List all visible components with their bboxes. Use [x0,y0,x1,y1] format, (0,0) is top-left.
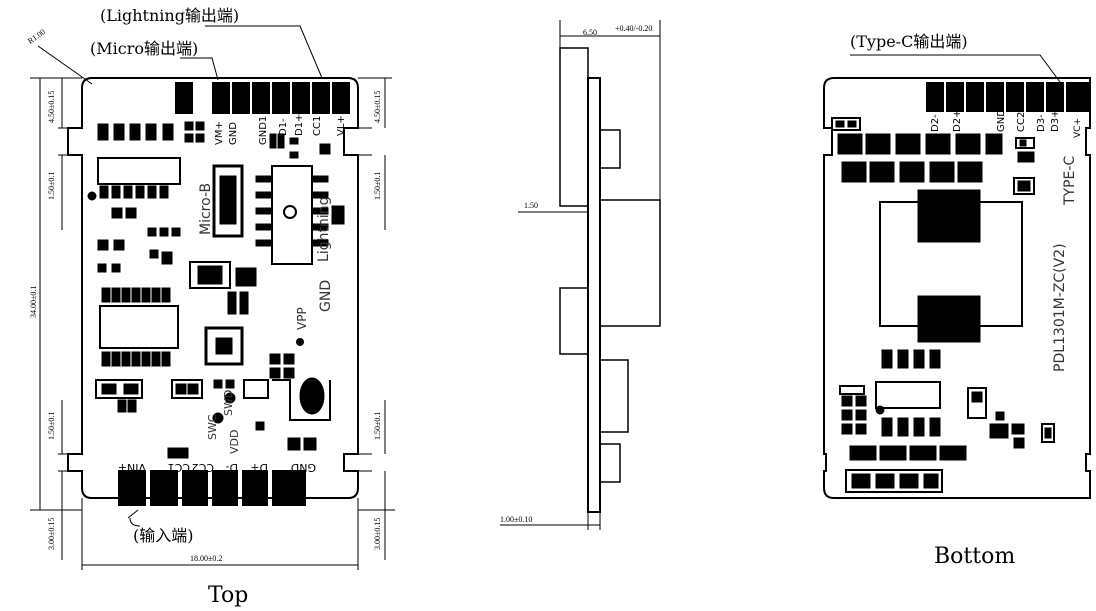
svg-text:VPP: VPP [295,307,309,330]
svg-text:SWD: SWD [222,390,235,416]
svg-text:CC2: CC2 [1016,112,1027,132]
svg-text:VL+: VL+ [336,115,347,136]
dim-slot-upper-left: 1.50±0.1 [47,172,56,200]
svg-text:D2+: D2+ [952,110,963,132]
bottom-pad-labels: VIN+ CC1 CC2 D- D+ GND [118,461,316,474]
dim-bottom-left: 3.00±0.15 [47,518,56,550]
callout-micro-out: (Micro输出端) [90,39,198,58]
side-view [500,20,661,530]
svg-text:Micro-B: Micro-B [198,183,214,235]
bottom-top-pad-labels: D2- D2+ GND CC2 D3- D3+ VC+ [930,109,1083,138]
svg-text:VM+: VM+ [214,121,225,145]
dim-height: 34.00±0.1 [29,286,38,318]
side-thickness: 6.50 [583,28,597,37]
side-thickness-tol: +0.40/-0.20 [615,24,652,33]
svg-text:GND1: GND1 [258,116,269,145]
svg-text:D3+: D3+ [1050,110,1061,132]
svg-text:GND: GND [318,280,334,312]
bottom-model-label: PDL1301M-ZC(V2) [1052,243,1068,372]
side-board [587,77,601,513]
bottom-typec-label: TYPE-C [1062,156,1078,206]
svg-text:D3-: D3- [1036,114,1047,132]
dim-width: 18.00±0.2 [190,554,222,563]
svg-text:VC+: VC+ [1073,118,1083,138]
svg-text:VIN+: VIN+ [118,461,146,474]
side-connector-top [559,47,589,207]
dim-slot-lower-right: 1.50±0.1 [373,412,382,440]
svg-text:D-: D- [226,461,238,474]
top-board-outline [67,77,359,499]
svg-text:GND: GND [291,461,316,474]
top-view: R1.00 4.50±0.15 4.50±0.15 1.50±0.1 1.50±… [26,6,395,608]
bottom-view: (Type-C输出端) D2- D2+ GND CC2 D3- D3+ VC+ [823,32,1091,569]
dim-top-left: 4.50±0.15 [47,91,56,123]
svg-text:CC1: CC1 [168,461,190,474]
top-radius-label: R1.00 [26,27,47,45]
bottom-components [831,117,1055,493]
svg-text:GND: GND [228,122,239,145]
side-board-thickness: 1.00±0.10 [500,515,532,524]
svg-text:D+: D+ [250,461,268,474]
top-silkscreen: Micro-B Lightning VPP GND SWC SWD VDD [198,183,334,454]
svg-text:D1-: D1- [278,118,289,136]
bottom-caption: Bottom [934,544,1015,569]
bottom-board-outline [823,77,1091,499]
dim-slot-lower-left: 1.50±0.1 [47,412,56,440]
callout-typec-out: (Type-C输出端) [850,32,968,51]
callout-lightning-out: (Lightning输出端) [100,6,239,25]
dim-slot-upper-right: 1.50±0.1 [373,172,382,200]
svg-text:Lightning: Lightning [316,197,332,262]
dim-bottom-right: 3.00±0.15 [373,518,382,550]
svg-text:VDD: VDD [228,430,241,454]
callout-input: (输入端) [133,526,194,545]
svg-text:CC1: CC1 [312,116,323,136]
top-caption: Top [208,583,248,608]
svg-text:SWC: SWC [206,414,219,440]
top-output-pads [175,82,350,114]
top-components [87,121,345,459]
top-pad-labels: VM+ GND GND1 D1- D1+ CC1 VL+ [214,114,347,145]
svg-text:GND: GND [996,109,1007,132]
bottom-input-pads [118,470,306,506]
side-step: 1.50 [524,201,538,210]
svg-text:D2-: D2- [930,114,941,132]
bottom-output-pads [926,82,1090,112]
svg-text:CC2: CC2 [192,461,214,474]
dim-top-right: 4.50±0.15 [373,91,382,123]
svg-text:D1+: D1+ [294,114,305,136]
